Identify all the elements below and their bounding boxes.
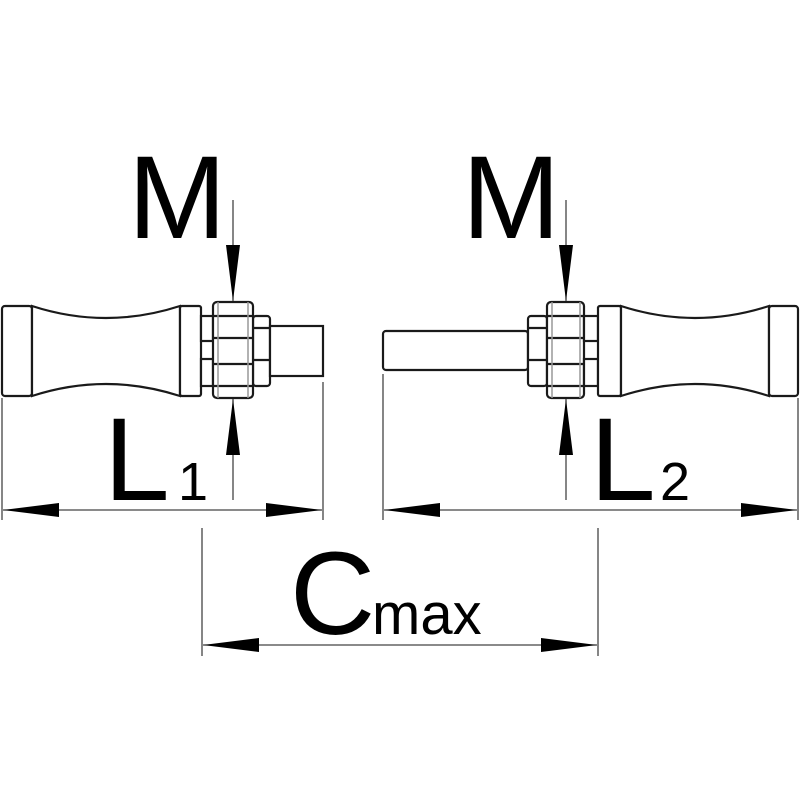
l1-subscript: 1 (178, 452, 208, 512)
left-handle-grip (30, 304, 182, 398)
l2-label: L (590, 394, 656, 526)
left-nut (211, 300, 255, 400)
right-neck-bottom (582, 357, 600, 388)
left-neck-bottom (199, 357, 215, 388)
right-small-nut (526, 314, 549, 388)
right-tool (381, 300, 800, 400)
left-neck-top (199, 314, 215, 343)
cmax-subscript: max (372, 582, 482, 647)
right-nut (545, 300, 586, 400)
cmax-label: C (290, 528, 375, 660)
m-left-label: M (128, 132, 226, 264)
right-handle-end (767, 304, 800, 398)
right-handle-grip (619, 304, 771, 398)
m-right-label: M (462, 132, 560, 264)
left-tool (0, 300, 325, 400)
left-shaft (268, 324, 325, 378)
l2-subscript: 2 (660, 452, 690, 512)
left-handle-end (0, 304, 34, 398)
right-neck-top (582, 314, 600, 343)
left-small-nut (251, 314, 272, 388)
left-collar (178, 304, 203, 398)
right-collar (596, 304, 623, 398)
right-shaft (381, 329, 530, 372)
l1-label: L (104, 394, 170, 526)
